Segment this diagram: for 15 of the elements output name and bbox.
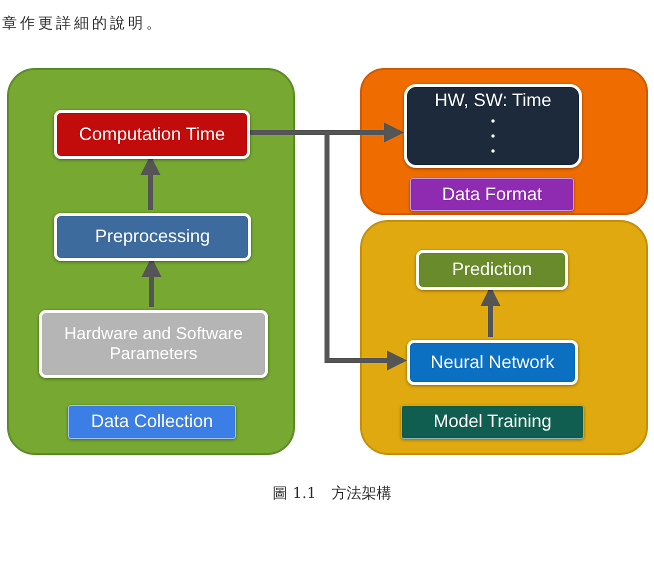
process-box: Neural Network xyxy=(407,340,578,385)
group-panel xyxy=(360,220,648,455)
process-box: Computation Time xyxy=(54,110,250,159)
group-panel xyxy=(7,68,295,455)
body-text: 章作更詳細的說明。 xyxy=(2,14,164,33)
data-text: HW, SW: Time xyxy=(434,90,552,112)
process-box: Prediction xyxy=(416,250,568,290)
process-box: Hardware and Software Parameters xyxy=(39,310,268,378)
process-box: Preprocessing xyxy=(54,213,251,261)
title-badge: Data Collection xyxy=(68,405,236,439)
title-badge: Data Format xyxy=(410,178,574,211)
group-panel xyxy=(360,68,648,215)
data-box xyxy=(404,84,582,168)
title-badge: Model Training xyxy=(401,405,584,439)
figure-caption: 圖 1.1 方法架構 xyxy=(272,484,392,503)
